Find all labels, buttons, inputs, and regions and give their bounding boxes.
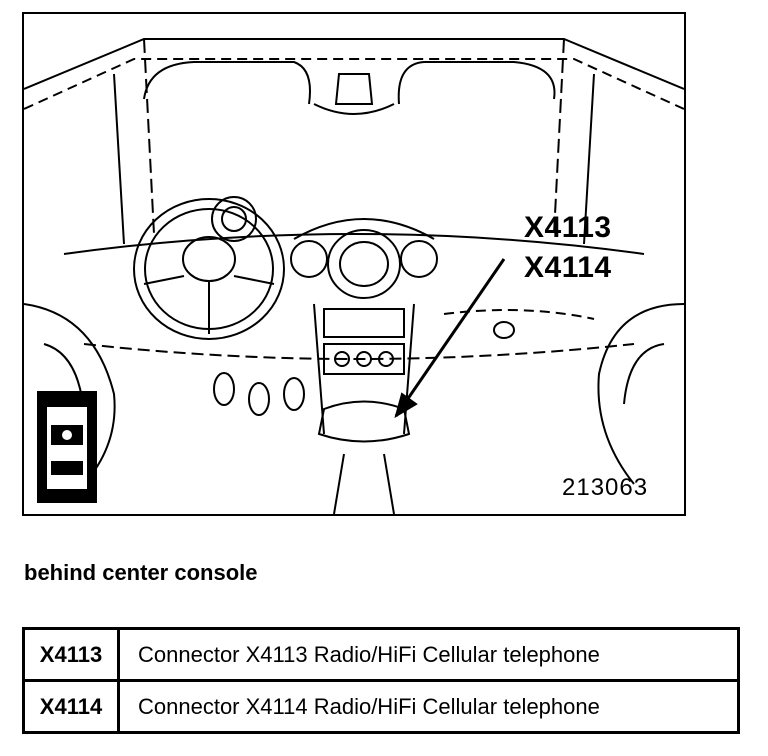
speedometer [327, 229, 401, 299]
dashboard-lower [83, 343, 635, 360]
roof-line [24, 38, 684, 90]
connector-description: Connector X4113 Radio/HiFi Cellular tele… [117, 627, 740, 682]
tachometer [211, 196, 257, 242]
arrow-head [394, 392, 418, 419]
hvac-controls [323, 343, 405, 375]
a-pillars [143, 38, 565, 235]
location-caption: behind center console [24, 560, 258, 585]
gauge-right [400, 240, 438, 278]
sun-visor-left [143, 61, 311, 105]
figure-number: 213063 [562, 474, 649, 501]
connector-code: X4114 [22, 679, 120, 734]
radio-unit [323, 308, 405, 338]
connector-code: X4113 [22, 627, 120, 682]
steering-wheel [133, 198, 285, 340]
pointer-arrow [394, 258, 506, 417]
illustration-figure: X4113 X4114 213063 [22, 12, 686, 516]
windshield-edge [24, 58, 684, 110]
rear-view-mirror [334, 73, 374, 105]
left-door [24, 303, 116, 485]
callout-x4113: X4113 [524, 211, 612, 244]
callout-x4114: X4114 [524, 251, 612, 284]
gauge-left [290, 240, 328, 278]
connector-description: Connector X4114 Radio/HiFi Cellular tele… [117, 679, 740, 734]
a-pillar-inner [113, 73, 595, 245]
car-interior-illustration [24, 38, 684, 514]
cup-holder [317, 400, 411, 443]
table-row: X4114 Connector X4114 Radio/HiFi Cellula… [22, 679, 740, 734]
sun-visor-right [397, 61, 556, 105]
dashboard-top [63, 233, 645, 255]
table-row: X4113 Connector X4113 Radio/HiFi Cellula… [22, 627, 740, 682]
gear-tunnel [333, 453, 395, 514]
right-door [597, 303, 684, 485]
steering-hub [182, 236, 236, 282]
connector-table: X4113 Connector X4113 Radio/HiFi Cellula… [22, 627, 740, 734]
